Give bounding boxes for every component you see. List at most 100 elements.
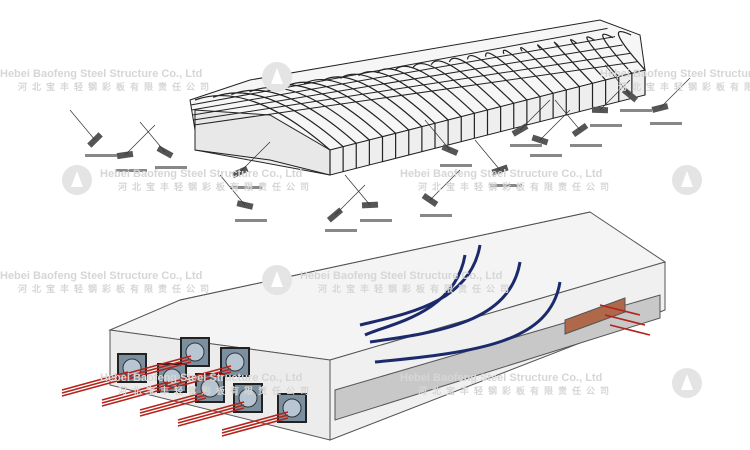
watermark-cn: 河北宝丰轻钢彩板有限责任公司 [118, 386, 315, 396]
leader-line [239, 141, 271, 173]
exhaust-arrow [177, 404, 245, 424]
frame-rib [485, 52, 541, 122]
airflow-arrow [359, 244, 482, 327]
fan-blade-icon [225, 352, 245, 372]
watermark-cn: 河北宝丰轻钢彩板有限责任公司 [18, 284, 215, 294]
watermark-cn: 河北宝丰轻钢彩板有限责任公司 [118, 182, 315, 192]
frame-rib [536, 44, 580, 112]
intake-arrow [604, 314, 646, 326]
part-label [590, 124, 622, 127]
frame-purlin [190, 27, 608, 106]
part-label [85, 154, 117, 157]
part-label [440, 164, 472, 167]
exhaust-arrow [164, 368, 232, 388]
exhaust-arrow [124, 361, 192, 381]
leader-line [539, 109, 571, 141]
frame-rib [430, 60, 502, 132]
part-label [570, 144, 602, 147]
frame-rib [340, 73, 436, 149]
airflow-arrow [374, 281, 562, 364]
exhaust-arrow [61, 374, 129, 394]
exploded-parts [69, 64, 691, 232]
part-label [230, 186, 262, 189]
frame-rib [466, 55, 528, 125]
watermark: Hebei Baofeng Steel Structure Co., Ltd 河北… [400, 372, 614, 398]
frame-rib [448, 57, 515, 129]
part-label [325, 229, 357, 232]
watermark-logo [62, 165, 92, 195]
barn-ridge [179, 211, 591, 301]
fan-blade-icon [185, 342, 205, 362]
exhaust-arrow [101, 387, 169, 407]
exhaust-arrow [101, 384, 169, 404]
part-label [235, 219, 267, 222]
exhaust-arrow [177, 401, 245, 421]
leader-line [344, 174, 371, 206]
watermark-logo [672, 165, 702, 195]
watermark: Hebei Baofeng Steel Structure Co., Ltd 河北… [400, 168, 614, 194]
part-label [620, 109, 652, 112]
watermark-cn: 河北宝丰轻钢彩板有限责任公司 [418, 182, 615, 192]
watermark-en: Hebei Baofeng Steel Structure Co., Ltd [300, 270, 503, 282]
watermark: Hebei Baofeng Steel Structure Co., Ltd 河北… [100, 372, 314, 398]
frame-rib [394, 65, 475, 139]
frame-rib [520, 47, 567, 115]
part-label [510, 144, 542, 147]
frame-rib [570, 38, 607, 105]
watermark-en: Hebei Baofeng Steel Structure Co., Ltd [600, 68, 750, 80]
part-label [650, 122, 682, 125]
watermark-logo [672, 368, 702, 398]
exhaust-arrow [124, 355, 192, 375]
leader-line [474, 139, 501, 171]
frame-rib [553, 41, 594, 109]
watermark-en: Hebei Baofeng Steel Structure Co., Ltd [0, 68, 203, 80]
frame-purlin [191, 36, 616, 111]
frame-rib [602, 33, 633, 99]
leader-line [554, 99, 581, 131]
watermark-logo [262, 62, 292, 92]
leader-line [424, 119, 451, 151]
part-label [490, 184, 522, 187]
frame-rib [502, 49, 554, 119]
part-label [530, 154, 562, 157]
frame-rib [321, 76, 423, 152]
watermark-cn: 河北宝丰轻钢彩板有限责任公司 [318, 284, 515, 294]
watermark-en: Hebei Baofeng Steel Structure Co., Ltd [400, 372, 603, 384]
watermark: Hebei Baofeng Steel Structure Co., Ltd河北… [600, 68, 750, 94]
watermark-en: Hebei Baofeng Steel Structure Co., Ltd [100, 372, 303, 384]
intake-arrow [599, 304, 641, 316]
watermark-cn: 河北宝丰轻钢彩板有限责任公司 [18, 82, 215, 92]
exhaust-arrow [61, 377, 129, 397]
watermark-cn: 河北宝丰轻钢彩板有限责任公司 [418, 386, 615, 396]
leader-line [219, 174, 246, 206]
frame-rib [303, 79, 410, 155]
fan-blade-icon [282, 398, 302, 418]
exhaust-arrow [177, 407, 245, 427]
leader-line [659, 77, 691, 109]
exhaust-arrow [221, 411, 289, 431]
watermark: Hebei Baofeng Steel Structure Co., Ltd 河北… [300, 270, 514, 296]
leader-line [599, 79, 631, 111]
frame-purlin [194, 61, 638, 126]
watermark: Hebei Baofeng Steel Structure Co., Ltd 河北… [100, 168, 314, 194]
frame-rib [194, 94, 331, 175]
exhaust-arrow [221, 417, 289, 437]
leader-line [519, 99, 551, 131]
watermark-en: Hebei Baofeng Steel Structure Co., Ltd [400, 168, 603, 180]
leader-line [139, 121, 166, 153]
airflow-arrows [359, 244, 562, 364]
watermark-en: Hebei Baofeng Steel Structure Co., Ltd [100, 168, 303, 180]
exhaust-arrow [61, 371, 129, 391]
exhaust-arrows [61, 304, 651, 437]
frame-rib [285, 81, 397, 159]
exhaust-arrow [164, 371, 232, 391]
part-label [155, 166, 187, 169]
exhaust-arrow [101, 381, 169, 401]
leader-line [604, 64, 631, 96]
exhaust-arrow [139, 397, 207, 417]
exhaust-arrow [139, 394, 207, 414]
frame-rib [412, 63, 489, 135]
frame-rib [617, 30, 646, 95]
